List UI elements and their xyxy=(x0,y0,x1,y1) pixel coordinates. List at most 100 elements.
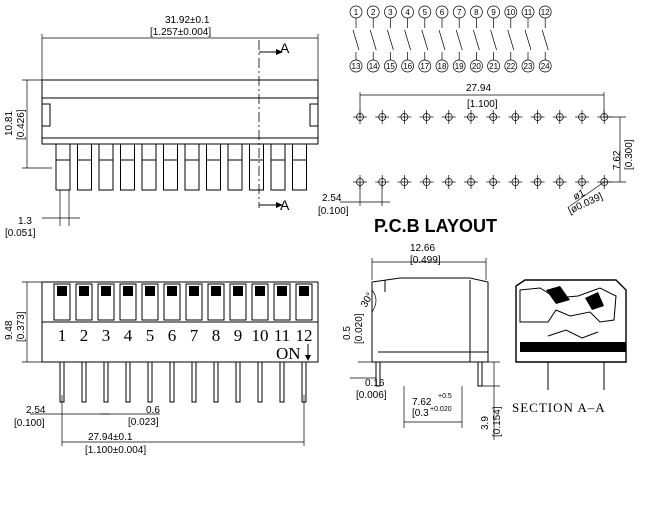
pcb-row-pitch-dim: 27.94 xyxy=(466,83,491,94)
top-actuator xyxy=(55,143,71,191)
top-body xyxy=(41,79,319,145)
side-row-dim-in: [0.3 xyxy=(412,408,429,419)
schematic-bottom-number: 24 xyxy=(541,62,550,71)
front-actuator xyxy=(141,283,159,321)
side-actuator-dim: 0.5 xyxy=(342,326,353,340)
section-a-a: SECTION A–A xyxy=(512,279,627,415)
schematic-top-number: 8 xyxy=(474,8,479,17)
schematic-bottom-number: 16 xyxy=(403,62,412,71)
schematic-top-number: 12 xyxy=(541,8,550,17)
schematic-switch: 12 24 xyxy=(538,5,552,73)
front-actuator xyxy=(251,283,269,321)
schematic-bottom-number: 22 xyxy=(506,62,515,71)
schematic-switch: 214 xyxy=(366,5,380,73)
side-angle-dim: 30° xyxy=(359,291,376,310)
top-actuator xyxy=(292,143,307,191)
schematic-switch: 5 17 xyxy=(418,5,432,73)
schematic-switch: 10 22 xyxy=(504,5,518,73)
side-width-dim: 12.66 xyxy=(410,243,435,254)
front-span-dim: 27.94±0.1 xyxy=(88,432,133,443)
front-switch-number: 2 xyxy=(80,326,89,345)
pcb-pitch-dim: 2.54 xyxy=(322,193,342,204)
front-actuator xyxy=(229,283,247,321)
schematic-bottom-number: 17 xyxy=(420,62,429,71)
top-actuator xyxy=(249,143,264,191)
side-standoff-dim-in: [0.006] xyxy=(356,390,387,401)
front-pin xyxy=(257,361,263,403)
top-length-dim: 31.92±0.1 xyxy=(165,15,210,26)
front-switch-number: 5 xyxy=(146,326,155,345)
pcb-holes xyxy=(353,110,612,189)
schematic-top-number: 4 xyxy=(405,8,410,17)
side-row-dim-tol: +0.5 xyxy=(438,393,452,400)
top-actuator xyxy=(227,143,243,191)
top-pin-offset-dim: 1.3 xyxy=(18,216,32,227)
top-actuator xyxy=(141,143,157,191)
front-pin xyxy=(169,361,175,403)
top-actuator xyxy=(120,143,135,191)
front-actuator xyxy=(53,283,71,321)
top-length-dim-in: [1.257±0.004] xyxy=(150,27,211,38)
schematic-bottom-number: 14 xyxy=(369,62,378,71)
schematic-switch: 921 xyxy=(487,5,500,73)
front-switch-number: 4 xyxy=(124,326,133,345)
side-row-dim-in-tol: +0.020 xyxy=(430,406,452,413)
schematic-switch: 1 13 xyxy=(349,5,363,73)
front-switch-number: 1 xyxy=(58,326,67,345)
front-switch-number: 10 xyxy=(252,326,269,345)
schematic-switch: 3 15 xyxy=(384,5,397,73)
pcb-hole-dim: ø1 xyxy=(572,188,588,203)
front-actuator xyxy=(295,283,313,321)
schematic-switch: 618 xyxy=(435,5,449,73)
top-actuator xyxy=(163,143,178,191)
top-actuator xyxy=(184,143,200,191)
front-switch-number: 6 xyxy=(168,326,177,345)
schematic-top-number: 3 xyxy=(388,8,393,17)
front-pitch-dim: 2.54 xyxy=(26,405,46,416)
section-marker-bottom: A xyxy=(280,197,290,213)
front-actuators xyxy=(53,283,313,321)
front-pin xyxy=(147,361,153,403)
front-pin xyxy=(235,361,241,403)
front-pin xyxy=(81,361,87,403)
schematic-top-number: 1 xyxy=(354,8,359,17)
front-pin-width-dim: 0.6 xyxy=(146,405,160,416)
front-span-dim-in: [1.100±0.004] xyxy=(85,445,146,456)
schematic-top-number: 5 xyxy=(423,8,428,17)
front-actuator xyxy=(163,283,181,321)
front-actuator xyxy=(207,283,225,321)
front-pin xyxy=(213,361,219,403)
schematic-switch: 4 16 xyxy=(401,5,414,73)
schematic-bottom-number: 20 xyxy=(472,62,481,71)
front-actuator xyxy=(75,283,93,321)
side-row-dim: 7.62 xyxy=(412,397,432,408)
schematic-bottom-number: 13 xyxy=(352,62,361,71)
front-actuator xyxy=(119,283,137,321)
top-pin-offset-dim-in: [0.051] xyxy=(5,228,36,239)
front-height-dim: 9.48 xyxy=(4,320,15,340)
schematic-bottom-number: 15 xyxy=(386,62,395,71)
front-pin xyxy=(125,361,131,403)
schematic-top-number: 10 xyxy=(506,8,515,17)
front-pin-width-dim-in: [0.023] xyxy=(128,417,159,428)
side-view: 12.66 [0.499] 30° 0.5 [0.020] 0.16 [0.00… xyxy=(342,243,503,440)
side-width-dim-in: [0.499] xyxy=(410,255,441,266)
front-switch-number: 7 xyxy=(190,326,199,345)
pcb-layout: 27.94 [1.100] 7.62 [0.300] 2.54 [0.100] … xyxy=(318,83,635,236)
schematic-top-number: 9 xyxy=(491,8,496,17)
front-actuator xyxy=(185,283,203,321)
front-pin xyxy=(191,361,197,403)
front-pins xyxy=(59,361,307,403)
side-standoff-dim: 0.16 xyxy=(365,378,385,389)
top-height-dim: 10.81 xyxy=(4,111,15,136)
pcb-layout-title: P.C.B LAYOUT xyxy=(374,216,497,236)
side-actuator-dim-in: [0.020] xyxy=(354,313,365,344)
top-actuators xyxy=(55,143,307,191)
schematic-bottom-number: 18 xyxy=(438,62,447,71)
pcb-row-spacing-dim-in: [0.300] xyxy=(624,139,635,170)
schematic-bottom-number: 23 xyxy=(524,62,533,71)
front-pin xyxy=(279,361,285,403)
